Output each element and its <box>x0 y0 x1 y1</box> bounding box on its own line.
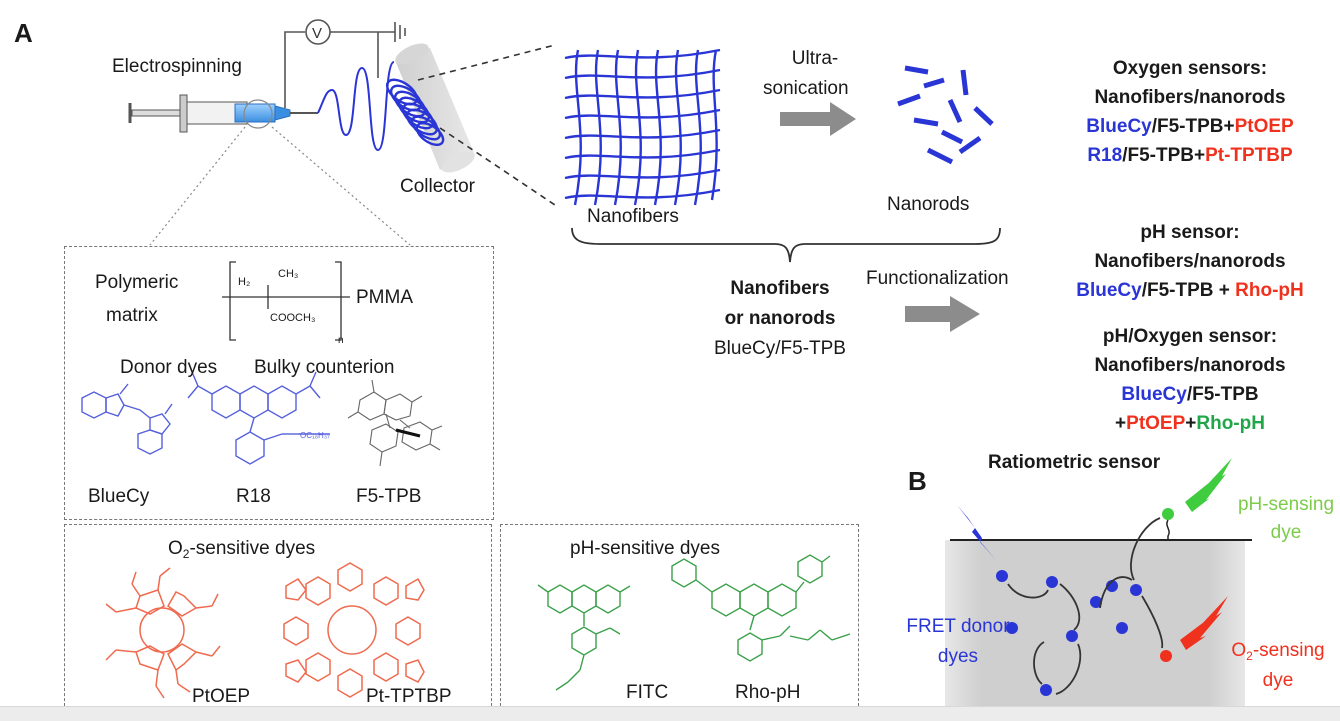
oxygen-sensors-title: Oxygen sensors: <box>1112 58 1268 79</box>
excitation-lightning-icon <box>957 505 996 560</box>
ph-sensor-subtitle: Nanofibers/nanorods <box>1094 251 1286 272</box>
pttptbp-structure <box>283 562 425 698</box>
bluecy-f5tpb-label: BlueCy/F5-TPB <box>714 338 846 359</box>
ultra-label: Ultra- <box>791 48 839 69</box>
nanorods-label: Nanorods <box>887 194 970 215</box>
ph-dye-label: dye <box>1270 522 1302 543</box>
polymeric-label: Polymeric <box>95 272 179 293</box>
r18-ester-label: OC₁₈H₃₇ <box>300 431 330 440</box>
functionalization-label: Functionalization <box>866 268 1009 289</box>
donor-dyes-label: Donor dyes <box>120 357 218 378</box>
panel-a-label: A <box>14 18 33 48</box>
o2-sensing-label: O2-sensing <box>1231 640 1325 663</box>
o2-sensing-dye-dot <box>1160 650 1172 662</box>
sensor-matrix-cross-section <box>945 540 1245 706</box>
bluecy-label: BlueCy <box>88 486 150 507</box>
r18-label: R18 <box>236 486 271 507</box>
pmma-h2-label: H₂ <box>238 276 251 288</box>
ph-sensitive-dyes-title: pH-sensitive dyes <box>570 538 720 559</box>
fitc-label: FITC <box>626 682 669 703</box>
matrix-dyes-box <box>64 246 494 520</box>
donor-dyes-b-label: dyes <box>937 646 979 667</box>
fret-donor-label: FRET donor <box>906 616 1010 637</box>
ph-oxygen-sensor-subtitle: Nanofibers/nanorods <box>1094 355 1286 376</box>
ph-sensing-label: pH-sensing <box>1237 494 1335 515</box>
oxygen-sensors-subtitle: Nanofibers/nanorods <box>1094 87 1286 108</box>
bluecy-structure <box>81 383 173 455</box>
nanofiber-mesh <box>564 48 721 206</box>
pmma-cooch3-label: COOCH₃ <box>270 312 316 324</box>
electrospinning-label: Electrospinning <box>112 56 242 77</box>
or-nanorods-label: or nanorods <box>724 308 836 329</box>
ptoep-structure <box>105 567 221 699</box>
ph-emission-lightning-icon <box>1185 458 1232 512</box>
grouping-brace <box>571 227 1001 263</box>
o2-emission-lightning-icon <box>1180 596 1228 650</box>
nanofibers-or-label: Nanofibers <box>730 278 830 299</box>
pttptbp-label: Pt-TPTBP <box>366 686 452 707</box>
ph-sensor-line1: BlueCy/F5-TPB + Rho-pH <box>1076 280 1304 301</box>
ultrasonication-arrow <box>780 102 856 136</box>
pmma-ch3-label: CH₃ <box>278 268 299 280</box>
rhoph-structure <box>671 554 851 662</box>
ph-sensor-title: pH sensor: <box>1140 222 1240 243</box>
ph-oxygen-sensor-title: pH/Oxygen sensor: <box>1102 326 1278 347</box>
oxygen-sensors-line2: R18/F5-TPB+Pt-TPTBP <box>1087 145 1293 166</box>
bottom-strip <box>0 706 1340 721</box>
pmma-n-label: n <box>338 335 344 346</box>
ratiometric-sensor-label: Ratiometric sensor <box>988 452 1161 473</box>
ph-oxygen-sensor-line1: BlueCy/F5-TPB <box>1121 384 1259 405</box>
pmma-label: PMMA <box>356 287 413 308</box>
voltmeter-symbol: V <box>312 25 322 42</box>
pmma-structure <box>222 261 350 341</box>
f5tpb-structure <box>347 379 443 467</box>
bulky-counterion-label: Bulky counterion <box>254 357 395 378</box>
o2-sensitive-dyes-title: O2-sensitive dyes <box>168 538 316 561</box>
o2-dye-label: dye <box>1262 670 1294 691</box>
collector-label: Collector <box>400 176 475 197</box>
functionalization-arrow <box>905 296 980 332</box>
syringe-icon <box>128 94 318 133</box>
oxygen-sensors-line1: BlueCy/F5-TPB+PtOEP <box>1086 116 1294 137</box>
ptoep-label: PtOEP <box>192 686 251 707</box>
nanofibers-label: Nanofibers <box>587 206 679 227</box>
rhoph-label: Rho-pH <box>735 682 801 703</box>
sonication-label: sonication <box>763 78 849 99</box>
panel-b-label: B <box>908 466 927 496</box>
fret-donor-dots <box>996 570 1142 696</box>
matrix-label: matrix <box>106 305 158 326</box>
fiber-jet <box>317 61 395 152</box>
r18-structure <box>187 371 330 465</box>
nanorods-icon <box>897 65 994 165</box>
energy-transfer-arrows <box>1007 517 1164 695</box>
ph-oxygen-sensor-line2: +PtOEP+Rho-pH <box>1115 413 1265 434</box>
circuit-wires <box>284 19 406 108</box>
collector-drum <box>385 43 475 173</box>
ph-sensing-dye-dot <box>1162 508 1174 520</box>
fitc-structure <box>537 584 631 691</box>
f5tpb-label: F5-TPB <box>356 486 422 507</box>
